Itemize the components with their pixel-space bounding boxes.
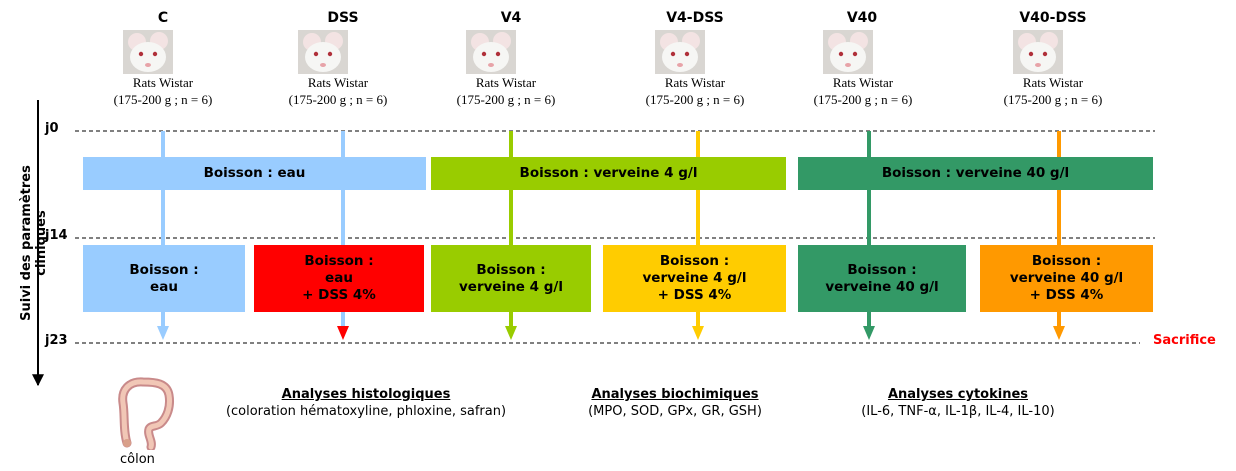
analysis-cytokines-detail: (IL-6, TNF-α, IL-1β, IL-4, IL-10) — [861, 404, 1055, 419]
arrow-head-v4 — [505, 326, 517, 340]
rat-label-v40: Rats Wistar(175-200 g ; n = 6) — [813, 75, 913, 107]
phase2-box-c: Boisson : eau — [83, 245, 245, 312]
rat-label-dss: Rats Wistar(175-200 g ; n = 6) — [288, 75, 388, 107]
analysis-histology: Analyses histologiques (coloration hémat… — [196, 386, 536, 420]
group-title-dss: DSS — [327, 10, 359, 26]
group-title-v40-dss: V40-DSS — [1019, 10, 1087, 26]
analysis-cytokines: Analyses cytokines (IL-6, TNF-α, IL-1β, … — [818, 386, 1098, 420]
group-title-v40: V40 — [846, 10, 878, 26]
day-label-j0: j0 — [45, 121, 59, 136]
rat-image — [823, 30, 873, 74]
arrow-head-v40 — [863, 326, 875, 340]
analysis-biochemistry-title: Analyses biochimiques — [591, 387, 759, 402]
timeline-axis-label: Suivi des paramètres cliniques — [19, 165, 49, 321]
group-title-c: C — [157, 10, 169, 26]
arrow-head-dss — [337, 326, 349, 340]
rat-image — [123, 30, 173, 74]
colon-icon — [118, 377, 174, 450]
phase2-box-v40-dss: Boisson : verveine 40 g/l + DSS 4% — [980, 245, 1153, 312]
rat-image — [1013, 30, 1063, 74]
analysis-cytokines-title: Analyses cytokines — [887, 387, 1029, 402]
rat-label-v4-dss: Rats Wistar(175-200 g ; n = 6) — [645, 75, 745, 107]
phase2-box-dss: Boisson : eau + DSS 4% — [254, 245, 424, 312]
rat-label-c: Rats Wistar(175-200 g ; n = 6) — [113, 75, 213, 107]
sacrifice-label: Sacrifice — [1153, 333, 1216, 348]
arrow-head-v4-dss — [692, 326, 704, 340]
group-title-v4: V4 — [500, 10, 522, 26]
colon-label: côlon — [120, 452, 155, 467]
arrow-head-v40-dss — [1053, 326, 1065, 340]
phase2-box-v4: Boisson : verveine 4 g/l — [431, 245, 591, 312]
analysis-biochemistry: Analyses biochimiques (MPO, SOD, GPx, GR… — [555, 386, 795, 420]
analysis-histology-title: Analyses histologiques — [281, 387, 451, 402]
analysis-histology-detail: (coloration hématoxyline, phloxine, safr… — [225, 404, 507, 419]
rat-label-v4: Rats Wistar(175-200 g ; n = 6) — [456, 75, 556, 107]
day-label-j23: j23 — [45, 333, 68, 348]
rat-image — [655, 30, 705, 74]
group-title-v4-dss: V4-DSS — [666, 10, 724, 26]
phase1-box-eau: Boisson : eau — [83, 157, 426, 190]
rat-label-v40-dss: Rats Wistar(175-200 g ; n = 6) — [1003, 75, 1103, 107]
phase2-box-v40: Boisson : verveine 40 g/l — [798, 245, 966, 312]
phase2-box-v4-dss: Boisson : verveine 4 g/l + DSS 4% — [603, 245, 786, 312]
phase1-box-verveine-40: Boisson : verveine 40 g/l — [798, 157, 1153, 190]
day-label-j14: j14 — [45, 228, 68, 243]
arrow-head-c — [157, 326, 169, 340]
phase1-box-verveine-4: Boisson : verveine 4 g/l — [431, 157, 786, 190]
rat-image — [466, 30, 516, 74]
rat-image — [298, 30, 348, 74]
analysis-biochemistry-detail: (MPO, SOD, GPx, GR, GSH) — [588, 404, 762, 419]
